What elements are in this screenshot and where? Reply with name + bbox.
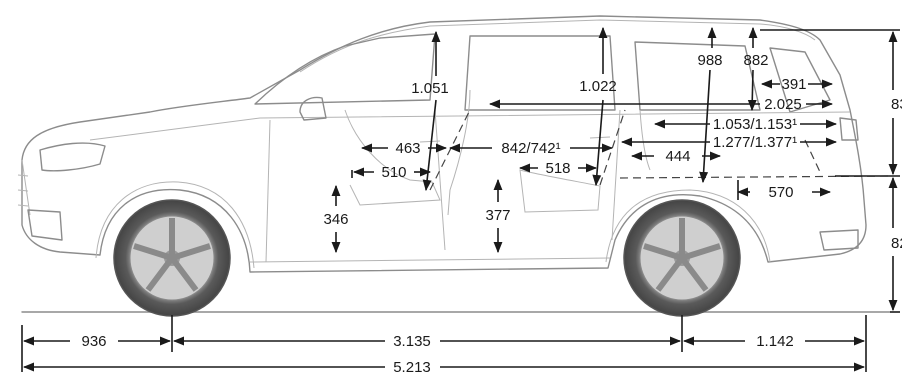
third-row-headroom-label: 988 [697,52,722,69]
interior-guide-lines [429,109,891,191]
rear-overhang-label: 1.142 [756,333,794,350]
second-row-headroom-label: 1.022 [579,78,617,95]
vehicle-silhouette [17,15,891,313]
front-seat-height-label: 346 [323,211,348,228]
second-row-seat-depth-label: 518 [545,160,570,177]
cargo-floor-length-label: 570 [768,184,793,201]
overall-length-label: 5.213 [393,359,431,376]
height-lower-partial-label: 82 [891,235,902,252]
rear-wheel [623,199,741,317]
third-row-seat-depth-label: 444 [665,148,690,165]
front-seat-depth-label: 510 [381,164,406,181]
cargo-length-third-row-folded-label: 1.277/1.377¹ [713,134,797,151]
wheelbase-label: 3.135 [393,333,431,350]
cargo-opening-height-label: 882 [743,52,768,69]
cargo-length-long-label: 2.025 [764,96,802,113]
front-legroom-label: 463 [395,140,420,157]
second-row-legroom-label: 842/742¹ [501,140,560,157]
second-row-seat-height-label: 377 [485,207,510,224]
front-headroom-label: 1.051 [411,80,449,97]
dimension-labels: 936 3.135 1.142 5.213 1.051 1.022 988 88… [81,52,902,376]
cargo-depth-upper-label: 391 [781,76,806,93]
front-overhang-label: 936 [81,333,106,350]
cargo-length-second-row-folded-label: 1.053/1.153¹ [713,116,797,133]
dimension-lines [21,26,900,372]
height-upper-partial-label: 83 [891,96,902,113]
front-wheel [113,199,231,317]
